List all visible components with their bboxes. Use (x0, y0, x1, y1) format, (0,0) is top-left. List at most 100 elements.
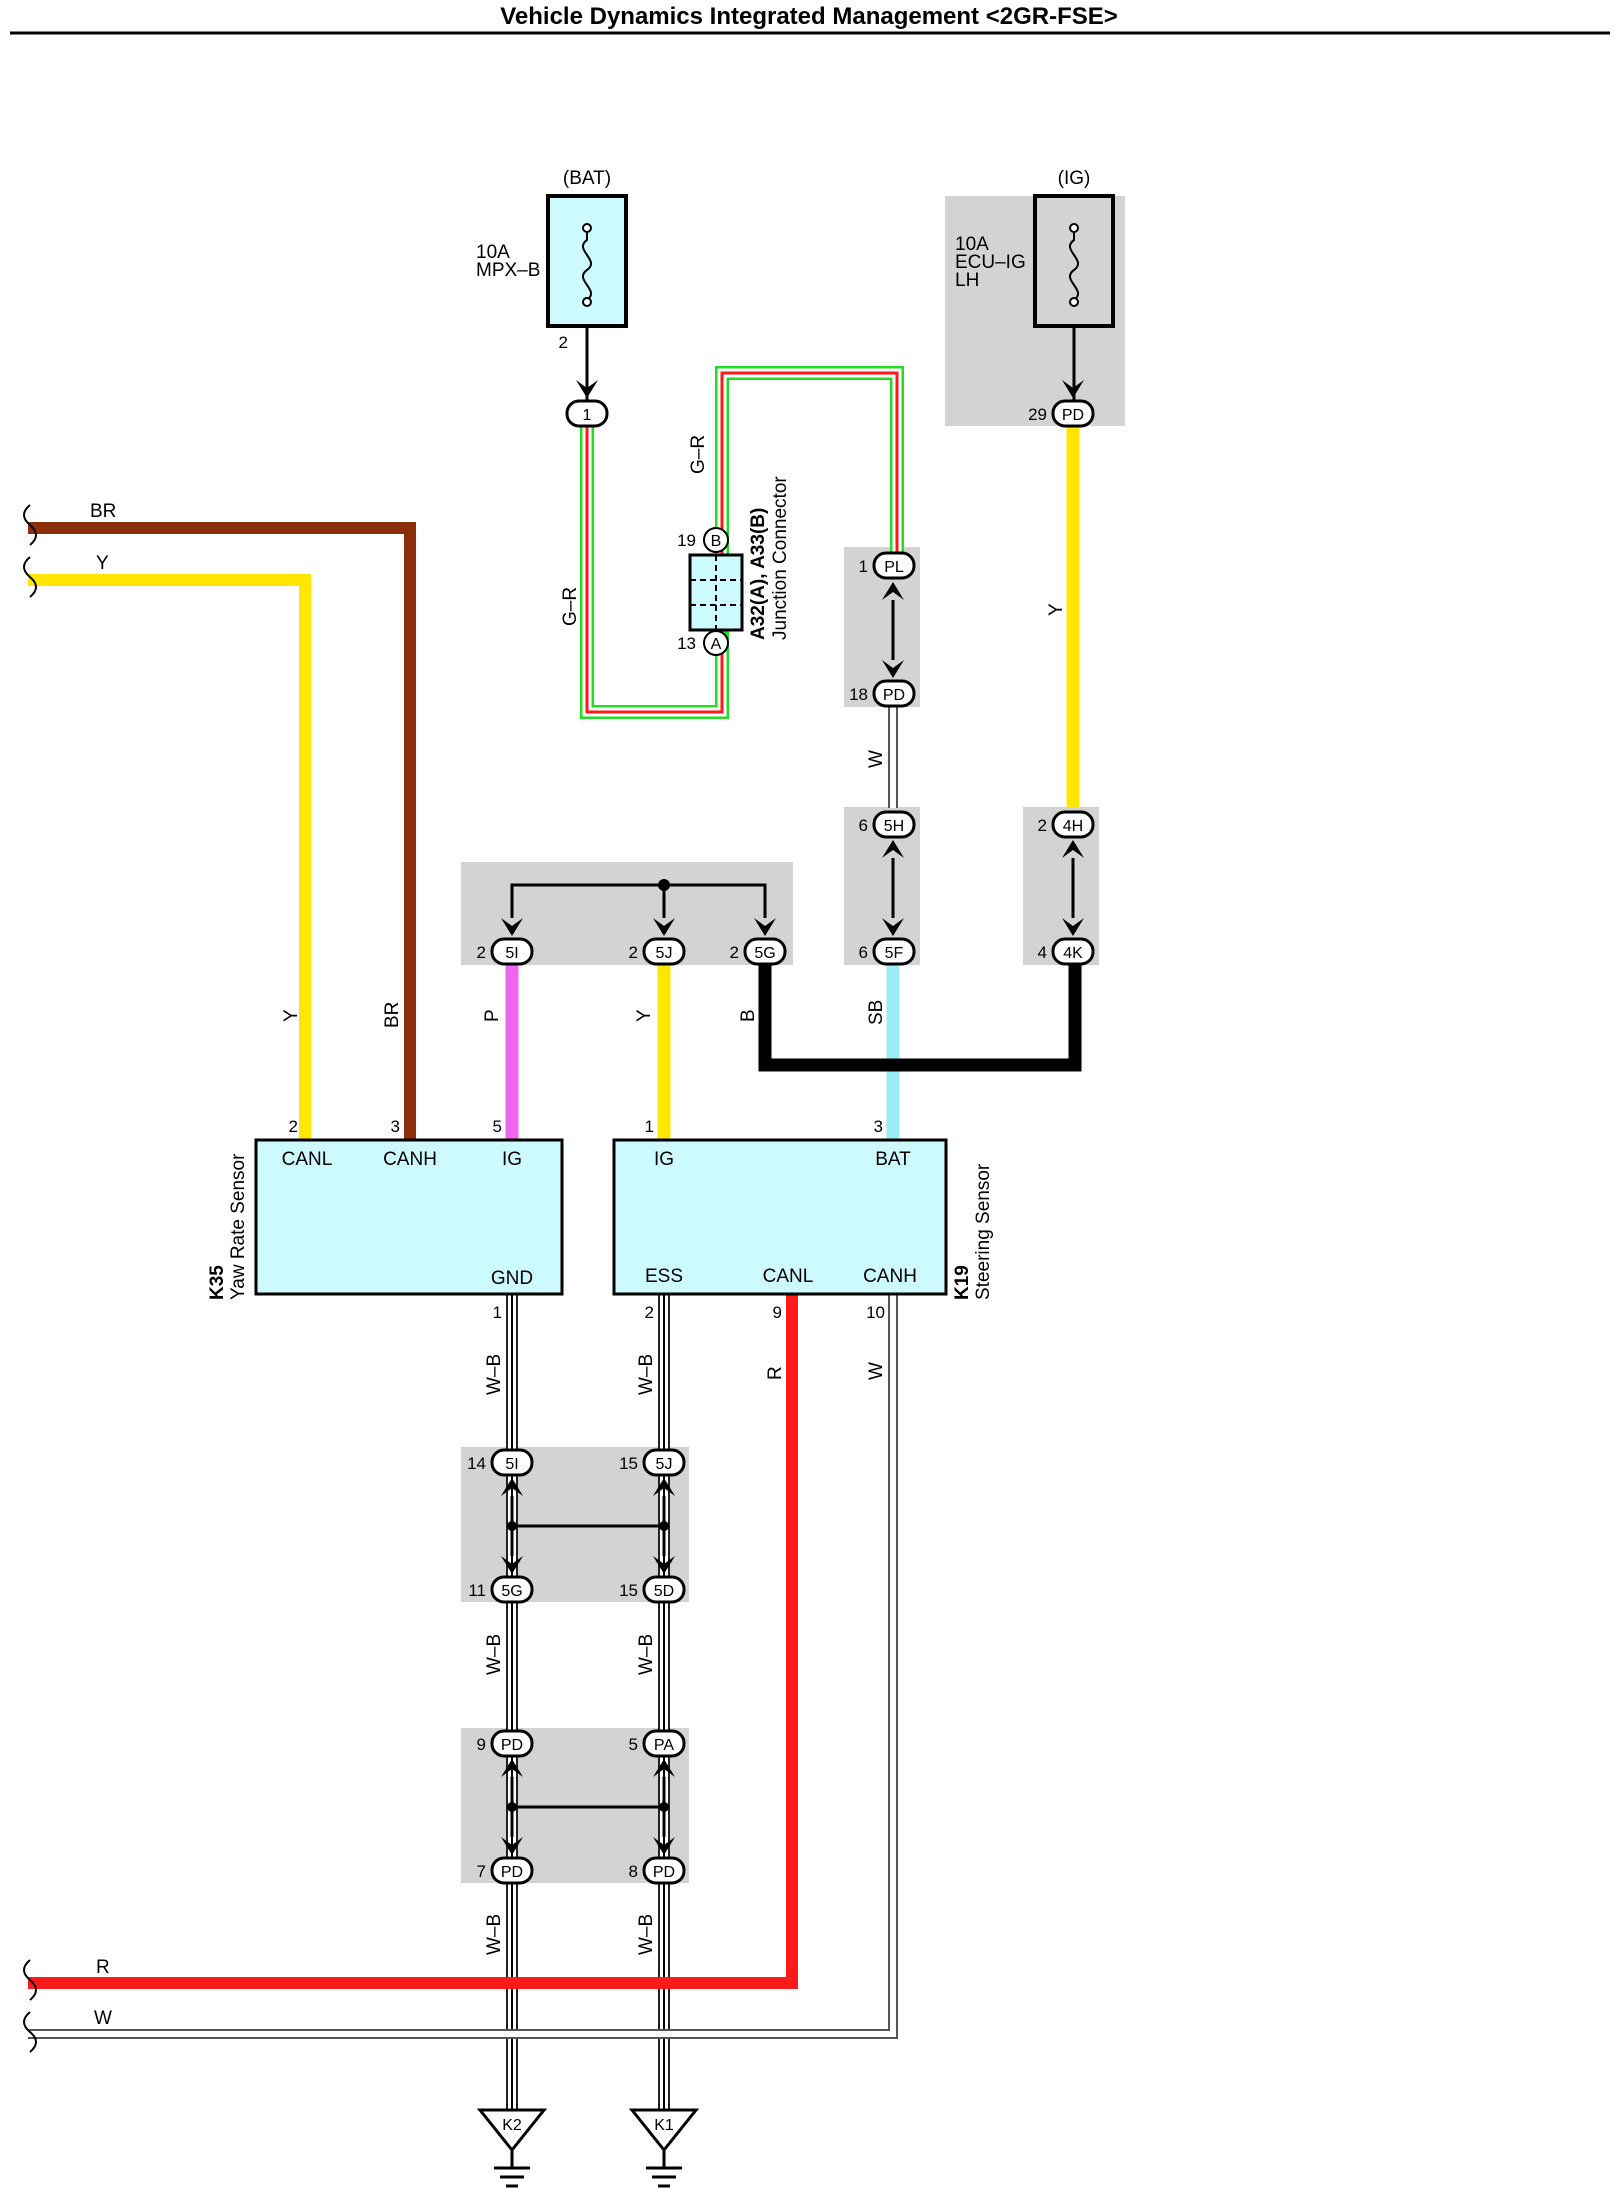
connector-5i: 5I 2 (477, 918, 534, 966)
yaw-pin-canl: 2 (289, 1117, 298, 1136)
connector-pd9-code: PD (501, 1737, 523, 1754)
steering-pin-ess: 2 (645, 1303, 654, 1322)
connector-5d-lower-num: 15 (619, 1581, 638, 1600)
label-w-b-5: W–B (484, 1914, 505, 1955)
connector-5f-num: 6 (859, 943, 868, 962)
page-title: Vehicle Dynamics Integrated Management <… (500, 3, 1118, 30)
connector-4k-code: 4K (1063, 945, 1083, 962)
steering-pin-canl: 9 (773, 1303, 782, 1322)
wire-r (28, 1295, 798, 1989)
fuse-ig-name-2: LH (955, 270, 979, 291)
yaw-rate-sensor: CANL CANH IG GND (254, 1138, 564, 1296)
label-w-bottom: W (94, 2008, 112, 2029)
connector-ig-pd29: PD 29 (1028, 380, 1095, 428)
connector-5j-lower-code: 5J (656, 1456, 673, 1473)
ground-k1-label: K1 (654, 2117, 674, 2134)
steering-ess-label: ESS (645, 1266, 683, 1287)
connector-pd9-num: 9 (477, 1735, 486, 1754)
connector-5i-lower-code: 5I (505, 1456, 518, 1473)
steering-pin-bat: 3 (874, 1117, 883, 1136)
label-y-mid: Y (634, 1009, 655, 1022)
fuse-ecu-ig-lh (1033, 194, 1115, 400)
steering-name: Steering Sensor (973, 1163, 994, 1300)
fuse-bat-amps: 10A (476, 242, 510, 263)
connector-5d-lower-code: 5D (654, 1583, 674, 1600)
connector-5g-lower-num: 11 (468, 1581, 486, 1600)
steering-canh-label: CANH (863, 1266, 917, 1287)
label-y-top: Y (96, 553, 109, 574)
junction-connector-name: Junction Connector (770, 476, 791, 640)
connector-pa5: PA 5 (629, 1729, 686, 1777)
connector-pd18-code: PD (883, 687, 905, 704)
ground-k1: K1 (628, 2108, 700, 2188)
connector-5j-lower: 5J 15 (619, 1448, 686, 1496)
label-w-b-2: W–B (636, 1354, 657, 1395)
junction-pin-a-num: 13 (677, 634, 696, 653)
label-r-mid: R (765, 1366, 786, 1380)
yaw-ig-label: IG (502, 1149, 522, 1170)
connector-pd18: PD 18 (849, 660, 916, 708)
yaw-canl-label: CANL (282, 1149, 333, 1170)
label-w-b-1: W–B (484, 1354, 505, 1395)
connector-5i-lower: 5I 14 (467, 1448, 534, 1496)
steering-ig-label: IG (654, 1149, 674, 1170)
label-b: B (738, 1009, 759, 1022)
yaw-pin-ig: 5 (493, 1117, 502, 1136)
steering-pin-ig: 1 (645, 1117, 654, 1136)
fuse-ig-name-1: ECU–IG (955, 252, 1026, 273)
connector-5h: 5H 6 (859, 810, 916, 858)
fuse-ig-amps: 10A (955, 234, 989, 255)
fuse-bat-name: MPX–B (476, 260, 540, 281)
connector-5d-lower: 5D 15 (619, 1556, 686, 1604)
label-p: P (482, 1009, 503, 1022)
connector-pd8: PD 8 (629, 1837, 686, 1885)
connector-5g: 5G 2 (730, 918, 787, 966)
steering-pin-canh: 10 (866, 1303, 885, 1322)
connector-pl-code: PL (884, 559, 904, 576)
connector-pl: PL 1 (859, 551, 916, 600)
connector-5j-num: 2 (629, 943, 638, 962)
wire-w-lower (28, 1295, 898, 2039)
connector-5f: 5F 6 (859, 918, 916, 966)
connector-4h-num: 2 (1038, 816, 1047, 835)
connector-5g-code: 5G (754, 945, 775, 962)
wire-br (28, 522, 416, 1140)
label-w-b-6: W–B (636, 1914, 657, 1955)
connector-4k: 4K 4 (1038, 918, 1095, 966)
connector-5g-lower-code: 5G (501, 1583, 522, 1600)
wire-y-left (28, 574, 311, 1140)
ground-k2: K2 (476, 2108, 548, 2188)
label-w-b-3: W–B (484, 1634, 505, 1675)
connector-4h-code: 4H (1063, 818, 1083, 835)
yaw-pin-canh: 3 (391, 1117, 400, 1136)
fuse-bat-source: (BAT) (563, 168, 611, 189)
connector-4k-num: 4 (1038, 943, 1047, 962)
connector-5g-lower: 5G 11 (468, 1556, 534, 1604)
connector-pa5-code: PA (654, 1737, 674, 1754)
splice-ground-upper-node-left (507, 1521, 517, 1531)
connector-5g-num: 2 (730, 943, 739, 962)
connector-pd7-num: 7 (477, 1862, 486, 1881)
connector-pd9: PD 9 (477, 1729, 534, 1777)
label-y-left: Y (281, 1009, 302, 1022)
connector-pd8-num: 8 (629, 1862, 638, 1881)
connector-pd7-code: PD (501, 1864, 523, 1881)
steering-bat-label: BAT (875, 1149, 911, 1170)
junction-connector-a32-a33: B A 19 13 (677, 527, 744, 656)
wire-break-marks (23, 504, 37, 2053)
steering-code: K19 (952, 1265, 973, 1300)
connector-pd7: PD 7 (477, 1837, 534, 1885)
splice-ground-lower-node-right (659, 1802, 669, 1812)
connector-4h: 4H 2 (1038, 810, 1095, 858)
connector-ig-pd29-num: 29 (1028, 405, 1047, 424)
connector-5f-code: 5F (885, 945, 904, 962)
connector-bat-1-label: 1 (583, 407, 592, 424)
connector-5h-code: 5H (884, 818, 904, 835)
label-br-left: BR (382, 1002, 403, 1028)
junction-pin-a: A (711, 636, 722, 653)
connector-5i-code: 5I (505, 945, 518, 962)
fuse-bat-pin: 2 (559, 333, 568, 352)
steering-sensor: IG BAT ESS CANL CANH (612, 1138, 948, 1296)
yaw-name: Yaw Rate Sensor (228, 1153, 249, 1300)
